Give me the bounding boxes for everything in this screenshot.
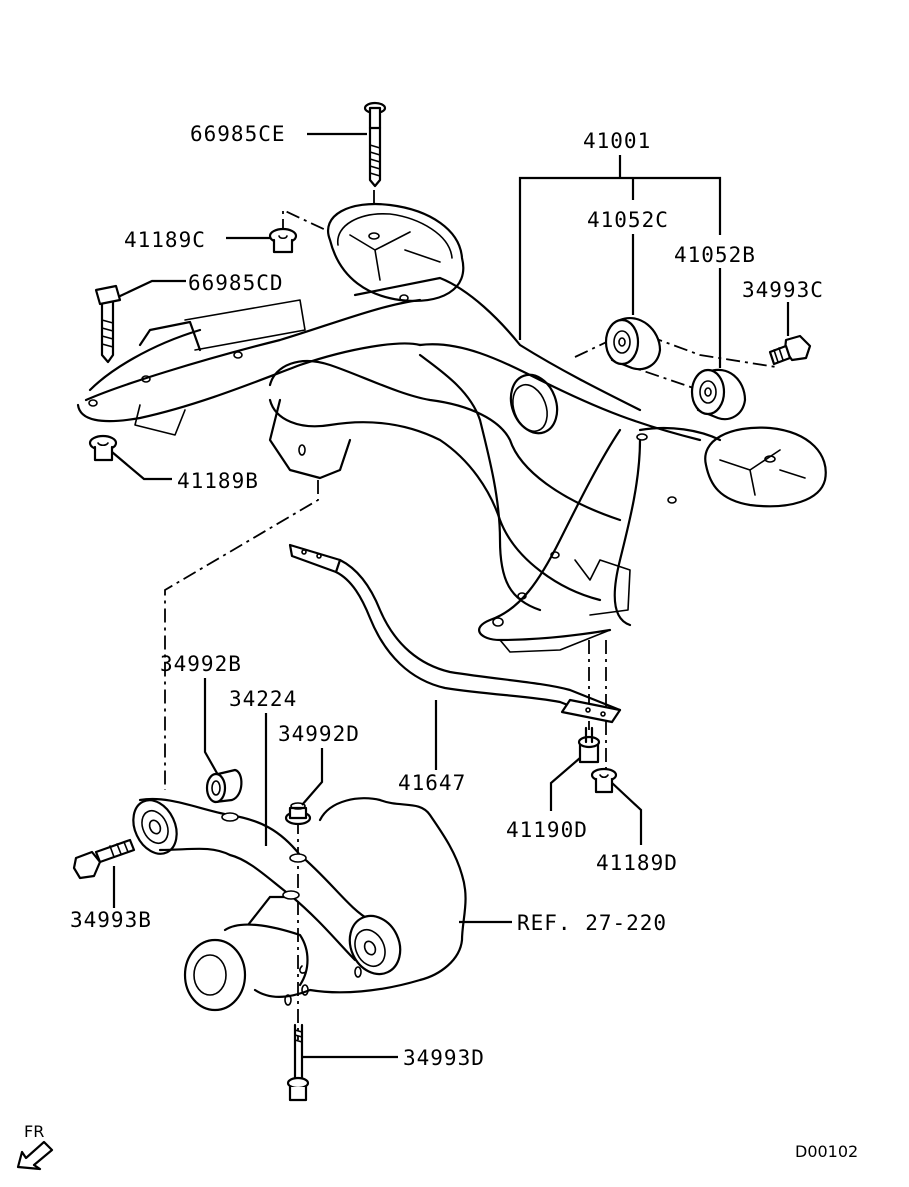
- centerline-41052C: [574, 329, 777, 368]
- bolt-66985CD[interactable]: [94, 284, 122, 364]
- label-ref-27-220[interactable]: REF. 27-220: [517, 911, 667, 935]
- bolt-34993B[interactable]: [72, 838, 136, 880]
- nut-34992D[interactable]: [284, 802, 312, 826]
- leader-34992B: [203, 678, 223, 783]
- leader-34224-lower: [247, 895, 290, 926]
- leader-41001-bracket: [518, 176, 722, 340]
- front-direction-arrow-icon: [16, 1140, 54, 1171]
- label-66985CE[interactable]: 66985CE: [190, 122, 286, 146]
- label-41052B[interactable]: 41052B: [674, 243, 756, 267]
- leader-66985CD: [117, 279, 186, 298]
- leader-41190D: [549, 757, 581, 811]
- label-41189C[interactable]: 41189C: [124, 228, 206, 252]
- centerline-41189C: [282, 208, 331, 233]
- label-66985CD[interactable]: 66985CD: [188, 271, 284, 295]
- label-34992B[interactable]: 34992B: [160, 652, 242, 676]
- label-41189D[interactable]: 41189D: [596, 851, 678, 875]
- nut-41189C[interactable]: [268, 227, 298, 254]
- stay-41647[interactable]: [288, 543, 622, 724]
- label-34224[interactable]: 34224: [229, 687, 297, 711]
- bolt-66985CE[interactable]: [363, 101, 387, 188]
- label-41052C[interactable]: 41052C: [587, 208, 669, 232]
- front-direction-label: FR: [24, 1122, 44, 1141]
- bolt-34993C[interactable]: [768, 334, 812, 366]
- label-41001[interactable]: 41001: [583, 129, 651, 153]
- bolt-34993D[interactable]: [286, 1023, 310, 1102]
- leader-41189D: [610, 781, 643, 845]
- label-34993C[interactable]: 34993C: [742, 278, 824, 302]
- leader-34992D: [301, 748, 324, 806]
- label-41647[interactable]: 41647: [398, 771, 466, 795]
- bushing-41052C[interactable]: [604, 317, 662, 371]
- figure-code: D00102: [795, 1142, 858, 1161]
- differential-mount-bracket-34224[interactable]: [125, 793, 409, 982]
- label-41190D[interactable]: 41190D: [506, 818, 588, 842]
- nut-41189D[interactable]: [590, 767, 618, 794]
- bushing-34992B[interactable]: [205, 768, 243, 804]
- crossmember-assembly[interactable]: [76, 203, 827, 653]
- bolt-41190D[interactable]: [577, 726, 601, 764]
- centerline-34992B: [164, 480, 319, 790]
- bushing-41052B[interactable]: [690, 368, 747, 421]
- label-34993B[interactable]: 34993B: [70, 908, 152, 932]
- nut-41189B[interactable]: [88, 434, 118, 462]
- label-34993D[interactable]: 34993D: [403, 1046, 485, 1070]
- leader-41189B: [111, 451, 172, 481]
- differential-carrier-reference[interactable]: [183, 797, 467, 1012]
- label-34992D[interactable]: 34992D: [278, 722, 360, 746]
- label-41189B[interactable]: 41189B: [177, 469, 259, 493]
- leader-lines: [111, 132, 790, 1059]
